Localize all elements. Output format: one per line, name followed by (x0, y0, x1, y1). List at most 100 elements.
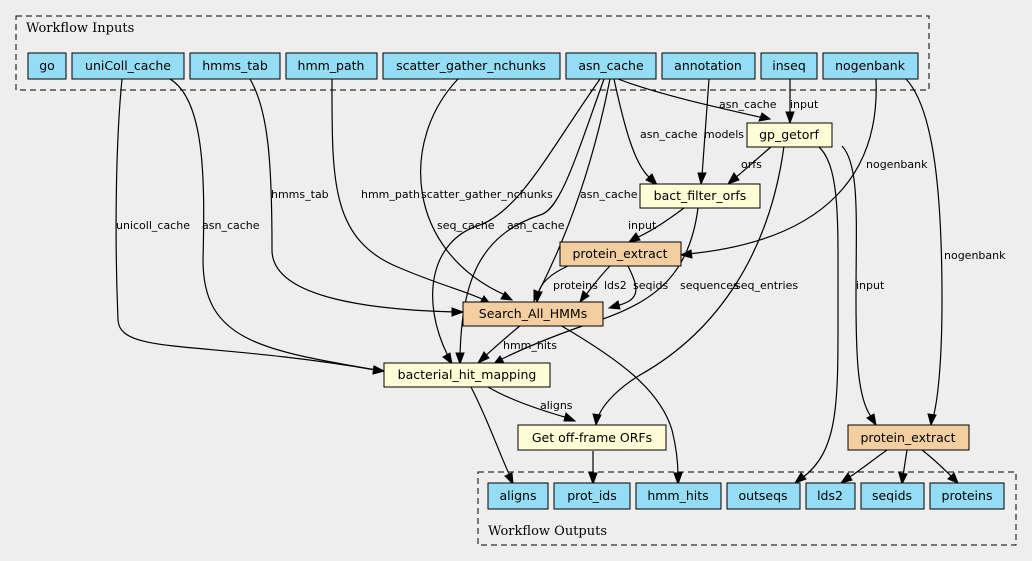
edge-bact-filter-orfs-to-protein-extract-1: input (627, 207, 685, 243)
edge-asn-cache-to-bact-filter-orfs: asn_cache (613, 78, 698, 187)
node-label: lds2 (817, 488, 843, 503)
output-aligns[interactable]: aligns (487, 482, 549, 510)
node-label: go (39, 58, 55, 73)
step-protein-extract-1[interactable]: protein_extract (559, 241, 682, 267)
step-bacterial-hit-mapping[interactable]: bacterial_hit_mapping (383, 362, 551, 388)
node-label: inseq (772, 58, 806, 73)
node-label: outseqs (738, 488, 787, 503)
node-label: proteins (942, 488, 993, 503)
edge-annotation-to-bact-filter-orfs: models (697, 78, 744, 186)
node-label: seqids (872, 488, 912, 503)
node-label: protein_extract (572, 246, 667, 261)
edge-nogenbank-to-protein-extract-2: nogenbank (905, 78, 1006, 427)
edge-hit-mapping-to-aligns (470, 386, 514, 486)
edge-label: asn_cache (640, 128, 698, 141)
edge-label: seq_cache (437, 219, 495, 232)
output-outseqs[interactable]: outseqs (726, 482, 801, 510)
edge-label: hmm_path (361, 188, 420, 201)
output-proteins[interactable]: proteins (929, 482, 1005, 510)
workflow-inputs-label: Workflow Inputs (26, 21, 134, 36)
edge-label: asn_cache (507, 219, 565, 232)
workflow-outputs-label: Workflow Outputs (488, 524, 607, 539)
edge-label: sequences (680, 279, 739, 292)
output-lds2[interactable]: lds2 (805, 482, 856, 510)
edge-scatter-gather-to-search-all-hmms: scatter_gather_nchunks (420, 78, 553, 301)
step-search-all-hmms[interactable]: Search_All_HMMs (462, 301, 604, 327)
edge-label: asn_cache (202, 219, 260, 232)
edge-label: lds2 (604, 279, 627, 292)
edge-asn-cache-asn-cache-to-hit-mapping: asn_cache (455, 78, 605, 366)
edge-asn-cache-seq-cache-to-hit-mapping: seq_cache (432, 78, 601, 366)
node-label: Search_All_HMMs (479, 306, 587, 321)
node-label: protein_extract (860, 430, 955, 445)
edge-label: unicoll_cache (116, 219, 190, 232)
edge-gp-getorf-seq-entries-to-off-frame: seq_entries (592, 145, 798, 427)
node-label: gp_getorf (759, 127, 819, 142)
step-get-off-frame-orfs[interactable]: Get off-frame ORFs (517, 424, 667, 451)
node-label: asn_cache (578, 58, 644, 73)
output-hmm-hits[interactable]: hmm_hits (635, 482, 722, 510)
step-bact-filter-orfs[interactable]: bact_filter_orfs (639, 183, 761, 209)
edge-search-all-hmms-to-hmm-hits (559, 324, 683, 486)
input-scatter-gather-nchunks[interactable]: scatter_gather_nchunks (382, 52, 561, 80)
edge-hmms-tab-to-search-all-hmms: hmms_tab (249, 78, 465, 317)
output-prot-ids[interactable]: prot_ids (553, 482, 631, 510)
edge-protein-extract-1-proteins: proteins (533, 265, 598, 304)
edge-unicoll-asn-cache-to-hit-mapping: asn_cache (169, 78, 386, 375)
node-label: scatter_gather_nchunks (396, 58, 546, 73)
edge-asn-cache-to-gp-getorf: asn_cache (617, 78, 777, 122)
edge-gp-getorf-to-bact-filter-orfs: orfs (726, 145, 773, 185)
node-label: bacterial_hit_mapping (398, 367, 537, 382)
edge-label: orfs (741, 158, 762, 171)
edge-label: input (790, 98, 819, 111)
edge-gp-getorf-input-to-protein-extract-2: input (841, 145, 885, 427)
node-label: hmm_hits (647, 488, 708, 503)
edge-inseq-to-gp-getorf: input (785, 79, 819, 125)
edge-off-frame-to-prot-ids (588, 451, 598, 486)
node-label: annotation (674, 58, 742, 73)
edge-label: hmms_tab (271, 188, 329, 201)
edge-label: asn_cache (719, 98, 777, 111)
nodes: go uniColl_cache hmms_tab hmm_path scatt… (27, 52, 1005, 510)
edge-label: seq_entries (735, 279, 798, 292)
edges: asn_cache input asn_cache models orfs no… (115, 78, 1006, 486)
edge-label: scatter_gather_nchunks (421, 188, 553, 201)
input-annotation[interactable]: annotation (661, 52, 756, 80)
node-label: nogenbank (835, 58, 906, 73)
input-go[interactable]: go (27, 52, 67, 80)
edge-label: nogenbank (944, 249, 1006, 262)
edge-nogenbank-to-protein-extract-1: nogenbank (679, 78, 928, 259)
input-nogenbank[interactable]: nogenbank (822, 52, 919, 80)
node-label: hmm_path (298, 58, 365, 73)
edge-label: proteins (553, 279, 598, 292)
node-label: hmms_tab (202, 58, 268, 73)
node-label: uniColl_cache (85, 58, 171, 73)
input-inseq[interactable]: inseq (760, 52, 818, 80)
node-label: bact_filter_orfs (654, 188, 747, 203)
edge-label: models (704, 128, 744, 141)
edge-gp-getorf-to-outseqs (793, 145, 839, 484)
node-label: prot_ids (567, 488, 617, 503)
edge-hmms-to-hit-mapping: hmm_hits (476, 324, 557, 365)
node-label: Get off-frame ORFs (532, 430, 652, 445)
edge-protein-extract-2-to-lds2 (839, 449, 888, 484)
input-unicoll-cache[interactable]: uniColl_cache (71, 52, 185, 80)
edge-label: input (628, 219, 657, 232)
edge-label: hmm_hits (503, 339, 557, 352)
edge-protein-extract-2-to-seqids (898, 449, 908, 486)
step-protein-extract-2[interactable]: protein_extract (847, 424, 970, 451)
edge-hit-mapping-aligns-to-off-frame: aligns (487, 386, 577, 422)
edge-label: input (856, 279, 885, 292)
edge-label: aligns (540, 399, 573, 412)
input-hmms-tab[interactable]: hmms_tab (189, 52, 281, 80)
workflow-inputs-cluster: Workflow Inputs (15, 15, 930, 91)
output-seqids[interactable]: seqids (860, 482, 925, 510)
edge-label: asn_cache (580, 188, 638, 201)
workflow-outputs-cluster: Workflow Outputs (477, 471, 1017, 546)
edge-protein-extract-1-lds2: lds2 (579, 265, 627, 304)
input-hmm-path[interactable]: hmm_path (285, 52, 378, 80)
step-gp-getorf[interactable]: gp_getorf (746, 122, 833, 148)
input-asn-cache[interactable]: asn_cache (565, 52, 657, 80)
edge-protein-extract-2-to-proteins (921, 449, 959, 484)
